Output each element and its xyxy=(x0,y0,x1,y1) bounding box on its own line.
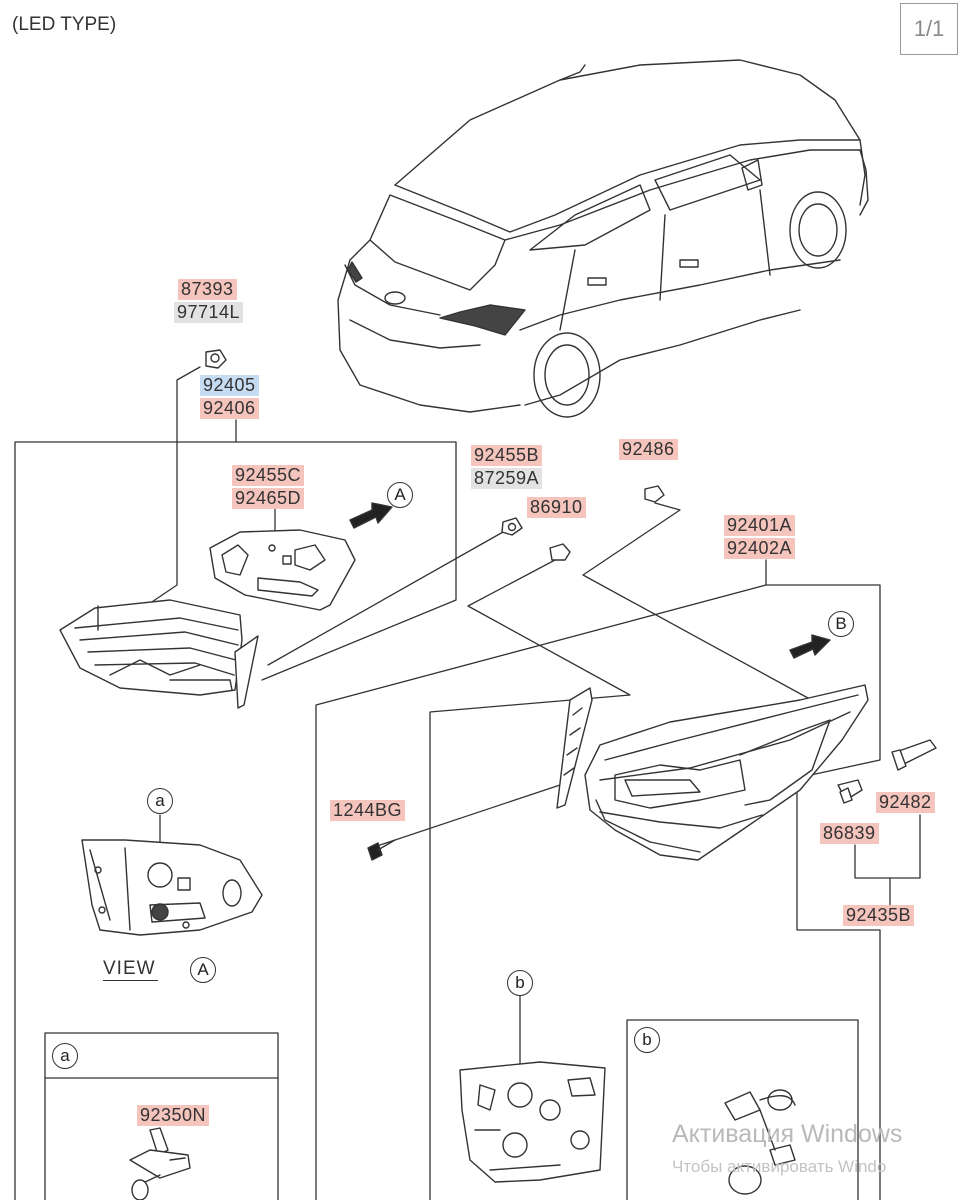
part-label-92455C[interactable]: 92455C xyxy=(232,465,305,486)
outer-tail-lamp-shape xyxy=(556,684,869,861)
part-label-97714L[interactable]: 97714L xyxy=(174,302,244,323)
page-indicator: 1/1 xyxy=(900,3,958,55)
nut-87393-shape xyxy=(205,349,227,369)
detail-box-a xyxy=(44,1032,279,1200)
view-label: VIEW xyxy=(103,958,158,981)
part-label-92465D[interactable]: 92465D xyxy=(232,488,305,509)
arrow-B xyxy=(789,634,831,659)
part-label-1244BG[interactable]: 1244BG xyxy=(330,800,406,821)
vehicle-illustration xyxy=(337,59,869,418)
outer-lamp-back-shape xyxy=(459,1061,606,1183)
part-label-86839[interactable]: 86839 xyxy=(820,823,879,844)
view-A-marker: A xyxy=(190,957,216,983)
diagram-title: (LED TYPE) xyxy=(12,14,117,35)
part-label-92482[interactable]: 92482 xyxy=(876,792,935,813)
part-label-86910[interactable]: 86910 xyxy=(527,497,586,518)
arrow-A xyxy=(349,502,393,529)
lamp-gasket-shape xyxy=(209,529,356,611)
activation-watermark-subtitle: Чтобы активировать Windo xyxy=(672,1157,887,1176)
socket-a-shape xyxy=(129,1127,191,1200)
part-label-92402A[interactable]: 92402A xyxy=(724,538,796,559)
part-label-92455B[interactable]: 92455B xyxy=(471,445,543,466)
part-label-92401A[interactable]: 92401A xyxy=(724,515,796,536)
part-label-87259A[interactable]: 87259A xyxy=(471,468,543,489)
part-label-92486[interactable]: 92486 xyxy=(619,439,678,460)
socket-b-shape xyxy=(724,1089,796,1195)
callout-A-marker: A xyxy=(387,482,413,508)
detail-a-marker: a xyxy=(52,1043,78,1069)
callout-B-marker: B xyxy=(828,611,854,637)
part-label-92350N[interactable]: 92350N xyxy=(137,1105,210,1126)
detail-b-marker: b xyxy=(634,1027,660,1053)
bulb-shapes xyxy=(837,739,937,804)
bolt-shape xyxy=(367,839,396,861)
callout-b-marker: b xyxy=(507,970,533,996)
part-label-92405[interactable]: 92405 xyxy=(200,375,259,396)
callout-a-marker: a xyxy=(147,788,173,814)
part-label-87393[interactable]: 87393 xyxy=(178,279,237,300)
fastener-shapes xyxy=(501,485,665,561)
inner-tail-lamp-shape xyxy=(59,599,259,709)
activation-watermark-title: Активация Windows xyxy=(672,1120,903,1148)
part-label-92406[interactable]: 92406 xyxy=(200,398,259,419)
detail-box-b xyxy=(626,1019,859,1200)
view-a-lamp-shape xyxy=(81,839,263,936)
part-label-92435B[interactable]: 92435B xyxy=(843,905,915,926)
leader-lines xyxy=(14,366,921,1200)
